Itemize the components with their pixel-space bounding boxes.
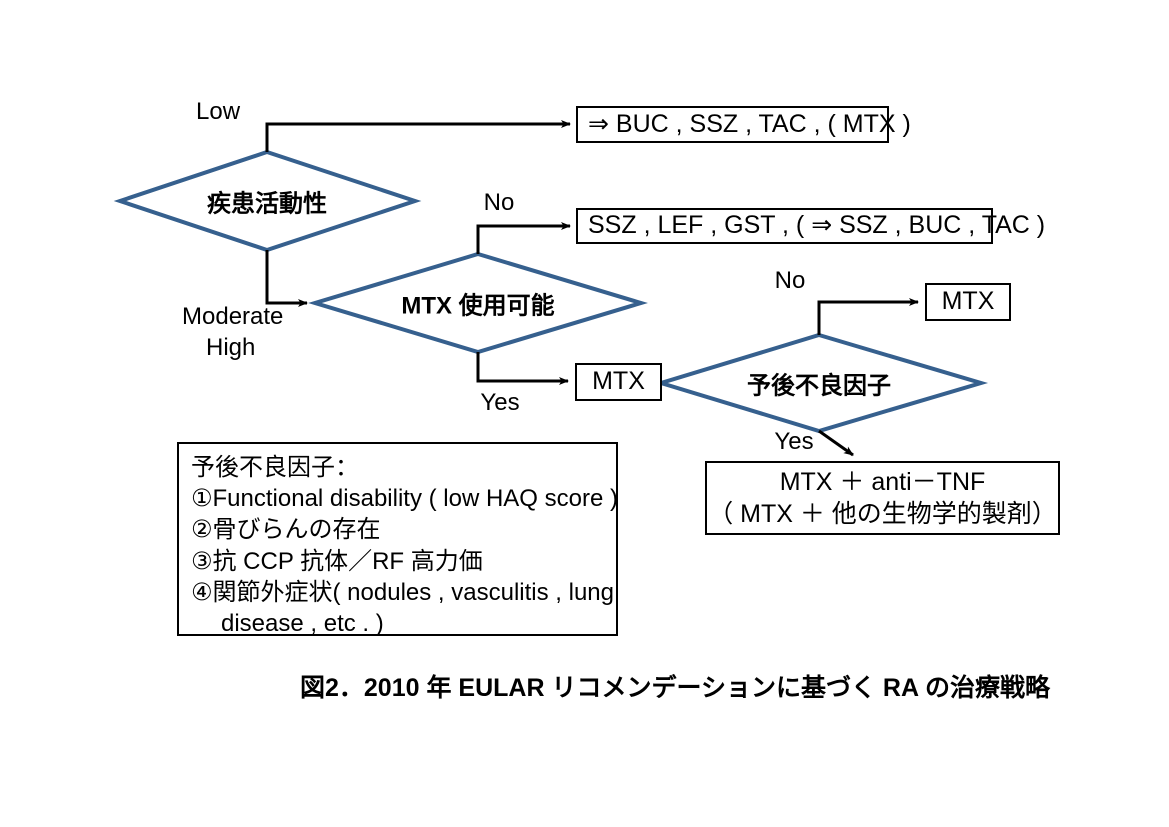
legend-item-4-cont: disease , etc . ) — [221, 609, 384, 637]
edge-label-prognosis-yes: Yes — [774, 428, 814, 455]
edge-label-mtx-yes: Yes — [480, 389, 520, 416]
edge-label-high: High — [206, 334, 256, 361]
box-mtx-no-prognosis[interactable]: MTX — [925, 283, 1011, 321]
diamond-label-mtx-available: MTX 使用可能 — [401, 292, 555, 320]
box-no-mtx-treatment[interactable]: SSZ , LEF , GST , ( ⇒ SSZ , BUC , TAC ) — [576, 208, 1045, 244]
legend-poor-prognosis-factors: 予後不良因子： ①Functional disability ( low HAQ… — [177, 442, 618, 637]
box-mtx-yes[interactable]: MTX — [575, 363, 662, 401]
legend-item-4: ④関節外症状( nodules , vasculitis , lung — [191, 578, 614, 606]
edge-label-moderate: Moderate — [182, 303, 284, 330]
legend-item-3: ③抗 CCP 抗体／RF 高力価 — [191, 547, 483, 575]
edge-mtx-no — [476, 222, 571, 254]
edge-prognosis-no — [817, 298, 919, 335]
box-low-treatment[interactable]: ⇒ BUC , SSZ , TAC , ( MTX ) — [576, 106, 911, 143]
edge-prognosis-yes — [818, 429, 854, 457]
box-biologic-therapy[interactable]: MTX ＋ anti－TNF （ MTX ＋ 他の生物学的製剤） — [705, 461, 1060, 535]
legend-title: 予後不良因子： — [191, 454, 359, 481]
diamond-label-poor-prognosis: 予後不良因子 — [747, 372, 891, 400]
edge-label-low: Low — [196, 98, 241, 125]
edge-low-to-treatment — [265, 120, 571, 152]
box-biologic-line-2: （ MTX ＋ 他の生物学的製剤） — [708, 500, 1057, 528]
edge-label-mtx-no: No — [483, 189, 515, 216]
diamond-label-disease-activity: 疾患活動性 — [207, 190, 327, 218]
legend-item-2: ②骨びらんの存在 — [191, 516, 381, 544]
edge-label-prognosis-no: No — [774, 267, 806, 294]
box-biologic-line-1: MTX ＋ anti－TNF — [779, 467, 986, 496]
edge-mtx-yes — [476, 352, 569, 385]
legend-item-1: ①Functional disability ( low HAQ score ) — [191, 485, 618, 513]
figure-caption: 図2．2010 年 EULAR リコメンデーションに基づく RA の治療戦略 — [300, 674, 1051, 702]
edge-moderate-high-to-mtx — [265, 250, 308, 307]
